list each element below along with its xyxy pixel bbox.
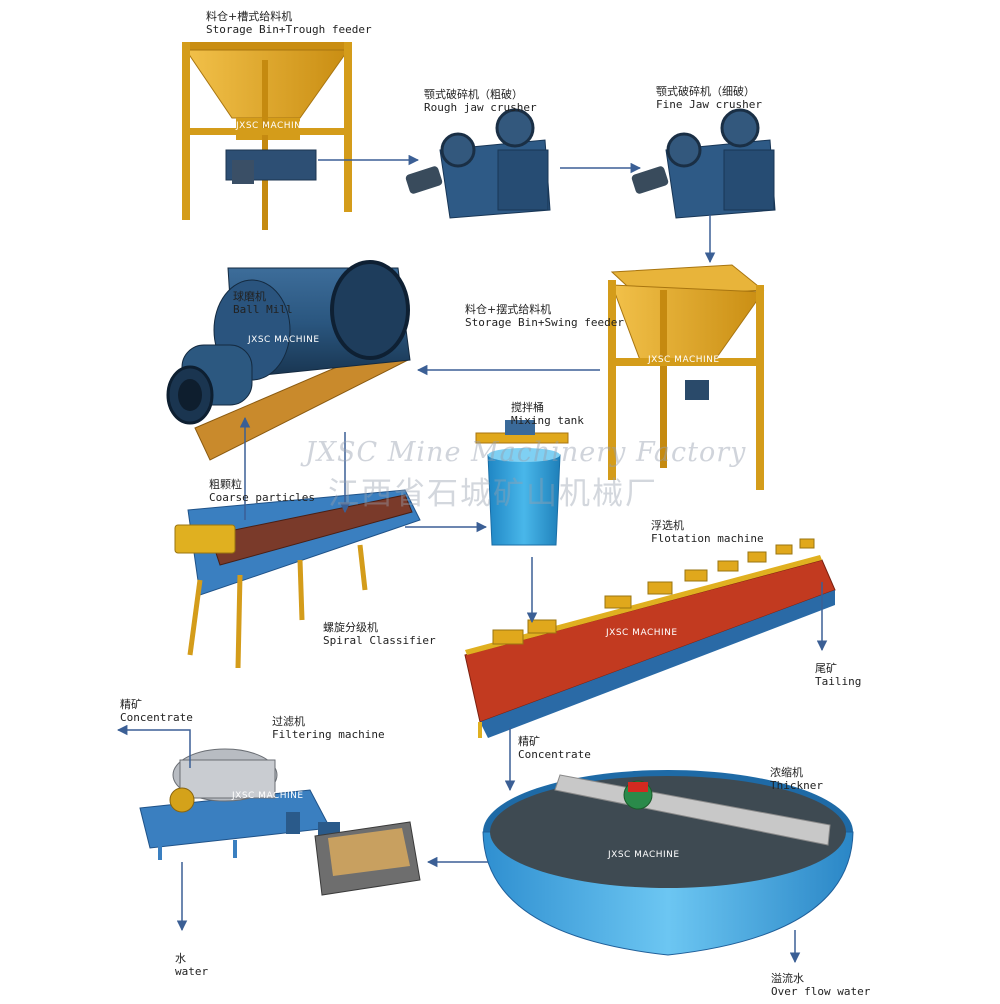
watermark-factory-zh: 江西省石城矿山机械厂 xyxy=(328,476,658,512)
brand-tag-flotation: JXSC MACHINE xyxy=(605,628,678,638)
fine-jaw-crusher xyxy=(631,108,776,219)
arrow-filter-to-concentrate xyxy=(116,724,191,768)
label-fine-jaw: 颚式破碎机（细破）Fine Jaw crusher xyxy=(656,85,762,111)
flow-arrows xyxy=(116,154,828,964)
label-rough-jaw: 颚式破碎机（粗破）Rough jaw crusher xyxy=(424,88,537,114)
ball-mill xyxy=(166,260,411,461)
rough-jaw-crusher xyxy=(405,108,551,219)
brand-tags: JXSC MACHINE JXSC MACHINE JXSC MACHINE J… xyxy=(231,121,720,860)
watermark-factory-en: JXSC Mine Machinery Factory xyxy=(305,437,747,468)
filtering-machine xyxy=(139,748,340,860)
concentrate-box xyxy=(314,821,421,896)
brand-tag-ballmill: JXSC MACHINE xyxy=(247,335,320,345)
brand-tag-bin1: JXSC MACHINE xyxy=(235,121,308,131)
brand-tag-thickner: JXSC MACHINE xyxy=(607,850,680,860)
mixing-tank xyxy=(475,420,569,546)
storage-bin-swing-feeder xyxy=(608,264,765,490)
flotation-machine xyxy=(464,538,836,738)
spiral-classifier xyxy=(174,489,421,669)
storage-bin-trough-feeder xyxy=(182,42,352,230)
brand-tag-filter: JXSC MACHINE xyxy=(231,791,304,801)
brand-tag-bin2: JXSC MACHINE xyxy=(647,355,720,365)
thickner xyxy=(482,770,854,956)
